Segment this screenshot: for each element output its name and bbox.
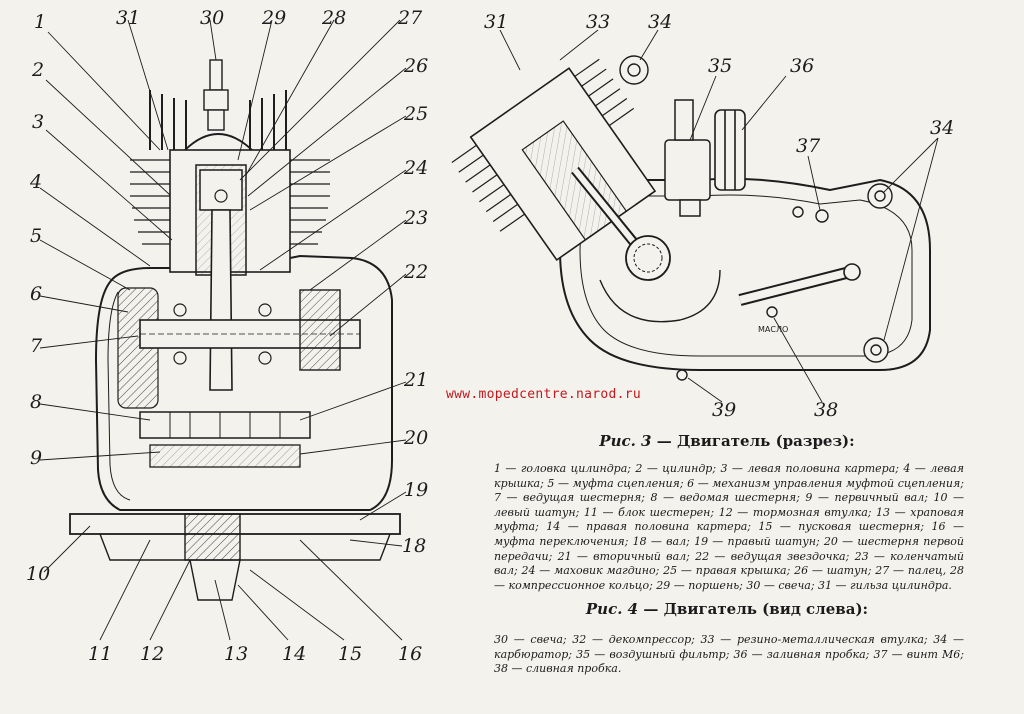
label-31-view: 31 (484, 11, 508, 33)
label-39: 39 (712, 399, 736, 421)
label-14: 14 (282, 643, 306, 665)
label-9: 9 (30, 447, 42, 469)
label-1: 1 (34, 11, 46, 33)
figure3-legend-text: 1 — головка цилиндра; 2 — цилиндр; 3 — л… (494, 462, 964, 592)
label-31: 31 (116, 7, 140, 29)
label-19: 19 (404, 479, 428, 501)
label-4: 4 (29, 171, 42, 193)
label-22: 22 (403, 261, 428, 283)
label-30: 30 (200, 7, 224, 29)
oil-plate-text: МАСЛО (758, 325, 788, 334)
label-33: 33 (586, 11, 610, 33)
label-27: 27 (397, 7, 423, 29)
label-12: 12 (140, 643, 164, 665)
label-34-right: 34 (930, 117, 954, 139)
label-5: 5 (30, 225, 42, 247)
label-11: 11 (88, 643, 112, 665)
label-23: 23 (403, 207, 428, 229)
label-7: 7 (30, 335, 43, 357)
figure3-caption: Рис. 3 — Двигатель (разрез): (488, 432, 966, 450)
label-29: 29 (261, 7, 286, 29)
label-34-top: 34 (648, 11, 672, 33)
label-25: 25 (403, 103, 428, 125)
figure4-title: — Двигатель (вид слева): (643, 600, 869, 618)
figure4-number: Рис. 4 (585, 600, 639, 618)
figure4-labels: 31 33 34 35 36 37 34 39 38 (484, 11, 954, 421)
label-10: 10 (26, 563, 50, 585)
figure3-number: Рис. 3 (599, 432, 652, 450)
label-8: 8 (30, 391, 42, 413)
label-6: 6 (30, 283, 42, 305)
label-37: 37 (796, 135, 821, 157)
spark-plug (203, 59, 229, 131)
label-3: 3 (32, 111, 44, 133)
label-24: 24 (403, 157, 428, 179)
figure4-legend-text: 30 — свеча; 32 — декомпрессор; 33 — рези… (494, 633, 964, 676)
figure3-leader-lines (39, 19, 407, 641)
label-18: 18 (402, 535, 426, 557)
figure4-caption: Рис. 4 — Двигатель (вид слева): (488, 600, 966, 618)
figure3-title: — Двигатель (разрез): (656, 432, 855, 450)
figure4-legend: 30 — свеча; 32 — декомпрессор; 33 — рези… (494, 633, 964, 677)
figure3-labels: 1 2 3 4 5 6 7 8 9 10 11 12 13 14 15 16 1… (26, 7, 428, 665)
label-2: 2 (31, 59, 44, 81)
label-26: 26 (403, 55, 428, 77)
label-28: 28 (321, 7, 346, 29)
carburettor (664, 99, 711, 217)
label-16: 16 (398, 643, 422, 665)
figure3-legend: 1 — головка цилиндра; 2 — цилиндр; 3 — л… (494, 462, 964, 593)
label-21: 21 (403, 369, 428, 391)
label-13: 13 (224, 643, 248, 665)
label-20: 20 (403, 427, 428, 449)
label-38: 38 (814, 399, 838, 421)
air-filter (714, 109, 746, 191)
label-35: 35 (708, 55, 732, 77)
label-36: 36 (790, 55, 814, 77)
figure3-section-drawing (69, 59, 401, 601)
watermark-url[interactable]: www.mopedcentre.narod.ru (446, 387, 642, 402)
figure4-leader-lines (499, 29, 939, 403)
label-15: 15 (338, 643, 362, 665)
figure4-view-drawing: МАСЛО (451, 55, 931, 381)
